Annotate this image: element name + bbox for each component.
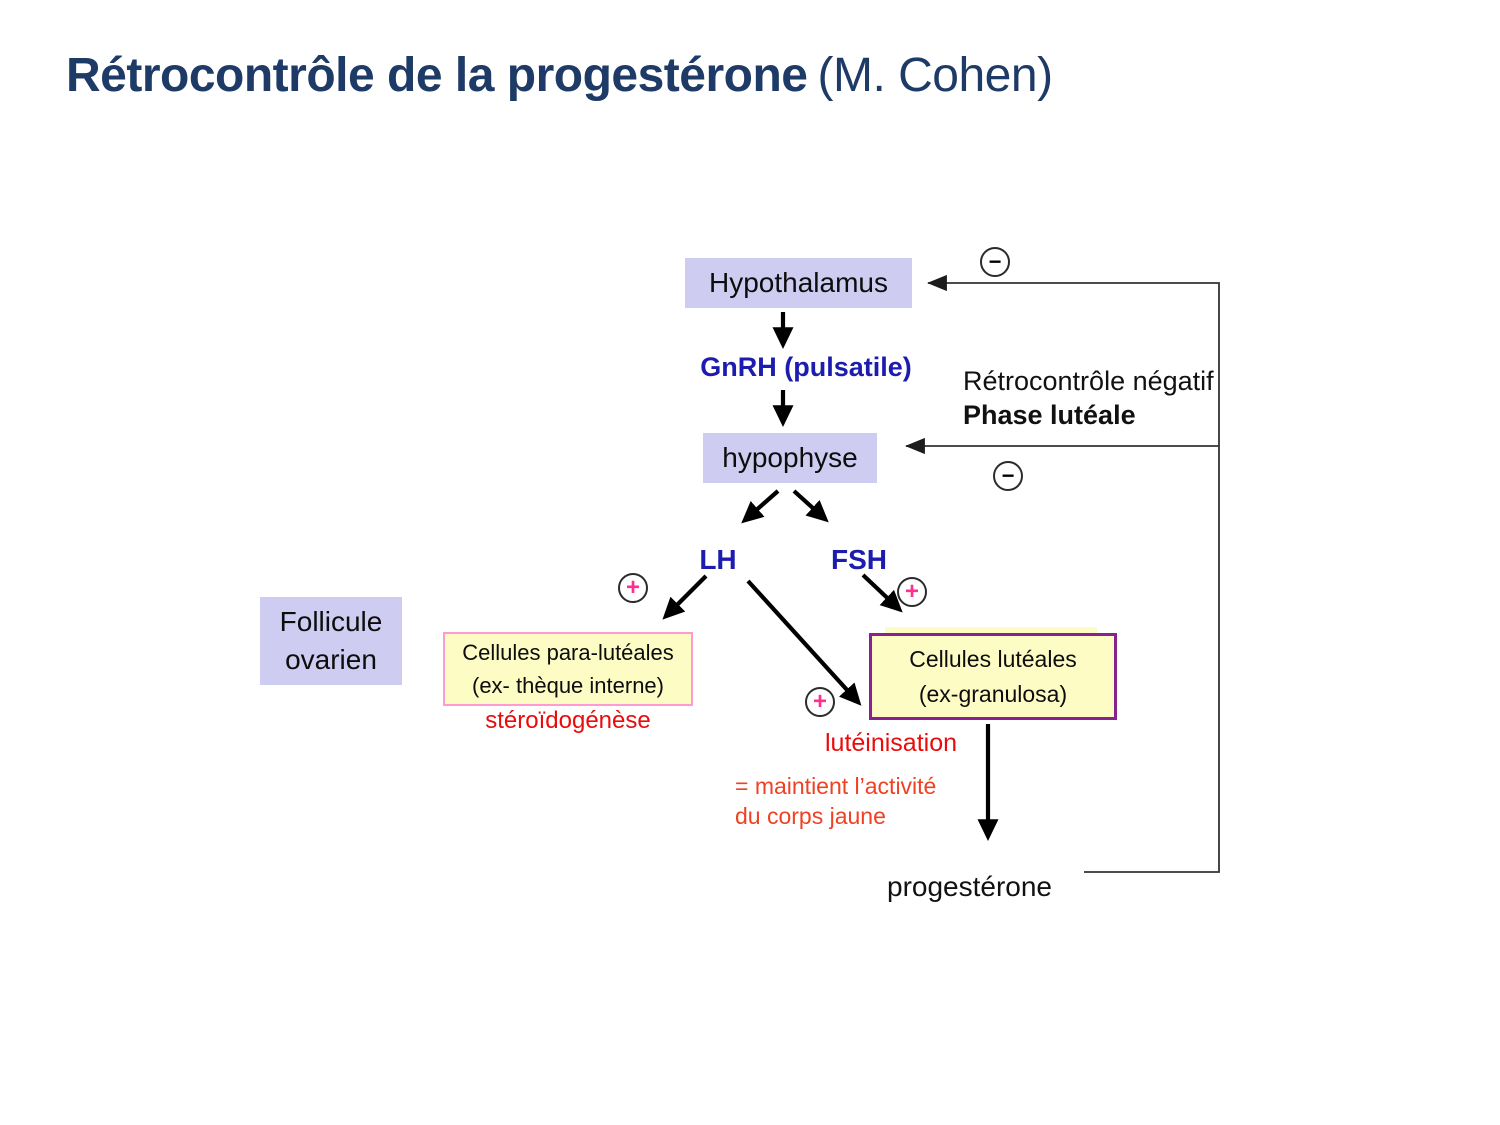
follicule-line1: Follicule [279, 606, 383, 637]
arrow-lh-to-luteales [746, 579, 862, 706]
hypothalamus-label: Hypothalamus [709, 267, 888, 298]
plus-glyph: + [812, 688, 827, 715]
para-luteales-line1: Cellules para-lutéales [462, 640, 674, 665]
minus-sign-icon: − [980, 247, 1010, 277]
maintient-line1: = maintient l’activité [735, 773, 937, 799]
fsh-label: FSH [831, 544, 887, 575]
luteales-line2: (ex-granulosa) [918, 680, 1068, 707]
hypophyse-label: hypophyse [722, 442, 858, 473]
lh-label: LH [699, 544, 737, 575]
phase-luteale-text: Phase lutéale [963, 400, 1136, 430]
plus-sign-icon: + [618, 573, 648, 603]
plus-glyph: + [625, 574, 640, 601]
hypothalamus-node: Hypothalamus [685, 258, 912, 308]
arrow-lh-to-para-luteales [662, 574, 708, 620]
follicule-ovarien-node: Follicule ovarien [260, 597, 402, 685]
arrow-hypophyse-to-fsh [792, 489, 829, 523]
minus-glyph: − [988, 249, 1002, 274]
page-title: Rétrocontrôle de la progestérone(M. Cohe… [66, 48, 1053, 103]
plus-glyph: + [904, 578, 919, 605]
cellules-luteales-node: Cellules lutéales (ex-granulosa) [869, 633, 1117, 720]
luteinisation-label: lutéinisation [824, 729, 958, 757]
plus-sign-icon: + [897, 577, 927, 607]
plus-sign-icon: + [805, 687, 835, 717]
progesterone-label: progestérone [887, 871, 1053, 902]
retrocontrole-caption: Rétrocontrôle négatif Phase lutéale [963, 364, 1214, 432]
gnrh-label: GnRH (pulsatile) [700, 352, 912, 382]
follicule-line2: ovarien [285, 644, 377, 675]
maintient-line2: du corps jaune [735, 803, 886, 829]
minus-sign-icon: − [993, 461, 1023, 491]
steroidogenese-label: stéroïdogénèse [485, 707, 651, 734]
feedback-loop-line [927, 274, 1220, 873]
minus-glyph: − [1001, 463, 1015, 488]
title-suffix: (M. Cohen) [817, 49, 1053, 102]
para-luteales-line2: (ex- thèque interne) [472, 673, 664, 698]
luteales-line1: Cellules lutéales [909, 645, 1077, 672]
arrow-hypophyse-to-lh [741, 489, 780, 524]
retrocontrole-negatif-text: Rétrocontrôle négatif [963, 366, 1214, 396]
maintient-activite-caption: = maintient l’activité du corps jaune [735, 771, 936, 831]
title-main: Rétrocontrôle de la progestérone [66, 49, 808, 102]
cellules-para-luteales-node: Cellules para-lutéales (ex- thèque inter… [443, 632, 693, 706]
arrow-fsh-to-luteales [861, 573, 903, 613]
hypophyse-node: hypophyse [703, 433, 877, 483]
